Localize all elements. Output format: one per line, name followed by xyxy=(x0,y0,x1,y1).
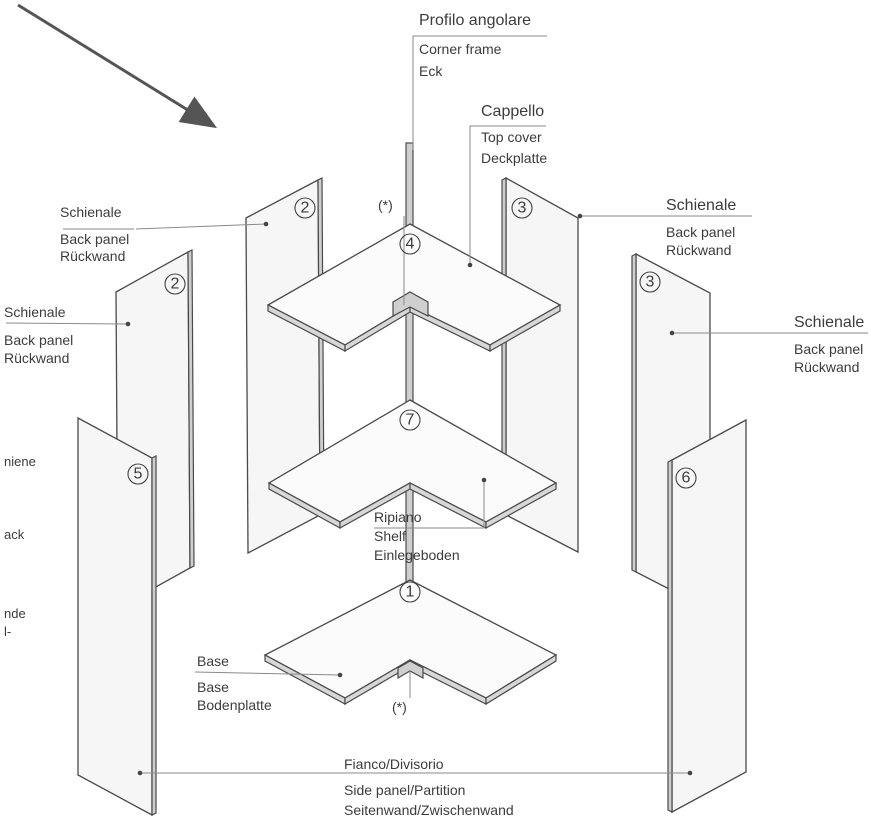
label-asterisk-bottom: (*) xyxy=(392,699,407,715)
svg-text:Back panel: Back panel xyxy=(4,332,73,348)
part-number-7: 7 xyxy=(399,409,421,431)
svg-text:l-: l- xyxy=(4,624,11,639)
label-asterisk-top: (*) xyxy=(378,197,393,213)
svg-text:4: 4 xyxy=(406,236,415,253)
svg-text:Profilo angolare: Profilo angolare xyxy=(419,12,531,29)
part-number-4: 4 xyxy=(399,233,421,255)
svg-text:Ripiano: Ripiano xyxy=(374,509,422,525)
label-schienale-right-mid: Schienale Back panel Rückwand xyxy=(794,314,864,375)
svg-text:Bodenplatte: Bodenplatte xyxy=(197,697,272,713)
part-number-1: 1 xyxy=(399,581,421,603)
svg-text:5: 5 xyxy=(134,466,143,483)
label-ripiano: Ripiano Shelf Einlegeboden xyxy=(374,509,460,563)
leader-lines xyxy=(5,35,868,774)
label-schienale-left-mid: Schienale Back panel Rückwand xyxy=(4,304,73,366)
top-cover xyxy=(266,223,562,353)
svg-text:Base: Base xyxy=(197,653,229,669)
part-number-2-outer: 2 xyxy=(164,273,186,295)
svg-text:Rückwand: Rückwand xyxy=(60,248,125,264)
part-number-3-outer: 3 xyxy=(639,271,661,293)
part-number-5: 5 xyxy=(127,463,149,485)
svg-text:3: 3 xyxy=(518,200,527,217)
svg-text:2: 2 xyxy=(301,200,310,217)
svg-text:Schienale: Schienale xyxy=(4,304,66,320)
svg-text:Einlegeboden: Einlegeboden xyxy=(374,547,460,563)
label-schienale-right-top: Schienale Back panel Rückwand xyxy=(666,197,736,258)
svg-text:3: 3 xyxy=(646,274,655,291)
label-fianco: Fianco/Divisorio Side panel/Partition Se… xyxy=(344,756,514,818)
svg-text:niene: niene xyxy=(4,454,36,469)
svg-text:Schienale: Schienale xyxy=(666,197,736,214)
label-profilo-angolare: Profilo angolare Corner frame Eck xyxy=(419,12,531,79)
svg-text:Corner frame: Corner frame xyxy=(419,41,502,57)
corner-frame-profile xyxy=(405,142,414,609)
label-base: Base Base Bodenplatte xyxy=(197,653,272,713)
svg-text:Fianco/Divisorio: Fianco/Divisorio xyxy=(344,756,444,772)
svg-text:Seitenwand/Zwischenwand: Seitenwand/Zwischenwand xyxy=(344,802,514,818)
label-schienale-left-top: Schienale Back panel Rückwand xyxy=(60,204,129,264)
svg-text:Shelf: Shelf xyxy=(374,528,406,544)
svg-text:Eck: Eck xyxy=(419,63,443,79)
svg-text:Deckplatte: Deckplatte xyxy=(481,150,547,166)
part-number-6: 6 xyxy=(675,467,697,489)
part-number-2-inner: 2 xyxy=(294,197,316,219)
direction-arrow xyxy=(17,3,218,129)
svg-text:Side panel/Partition: Side panel/Partition xyxy=(344,782,465,798)
svg-text:Back panel: Back panel xyxy=(794,341,863,357)
svg-text:Schienale: Schienale xyxy=(60,204,122,220)
cropped-text-fragments: niene ack nde l- xyxy=(4,454,36,639)
svg-text:6: 6 xyxy=(682,470,691,487)
svg-text:Top cover: Top cover xyxy=(481,129,542,145)
leader-dots xyxy=(125,213,693,776)
svg-text:Rückwand: Rückwand xyxy=(794,359,859,375)
part-number-3-inner: 3 xyxy=(511,197,533,219)
label-cappello: Cappello Top cover Deckplatte xyxy=(481,103,547,166)
svg-text:2: 2 xyxy=(171,276,180,293)
base xyxy=(263,579,558,706)
svg-text:Back panel: Back panel xyxy=(666,224,735,240)
svg-text:Rückwand: Rückwand xyxy=(4,350,69,366)
svg-text:Rückwand: Rückwand xyxy=(666,242,731,258)
svg-text:ack: ack xyxy=(4,527,25,542)
back-panel-left-inner xyxy=(245,177,325,555)
side-panel-left xyxy=(77,416,157,817)
svg-text:nde: nde xyxy=(4,606,26,621)
svg-text:Back panel: Back panel xyxy=(60,231,129,247)
side-panel-right xyxy=(667,418,747,814)
svg-text:7: 7 xyxy=(406,412,415,429)
svg-text:1: 1 xyxy=(406,584,415,601)
svg-text:Base: Base xyxy=(197,679,229,695)
svg-text:Schienale: Schienale xyxy=(794,314,864,331)
svg-text:Cappello: Cappello xyxy=(481,103,544,120)
